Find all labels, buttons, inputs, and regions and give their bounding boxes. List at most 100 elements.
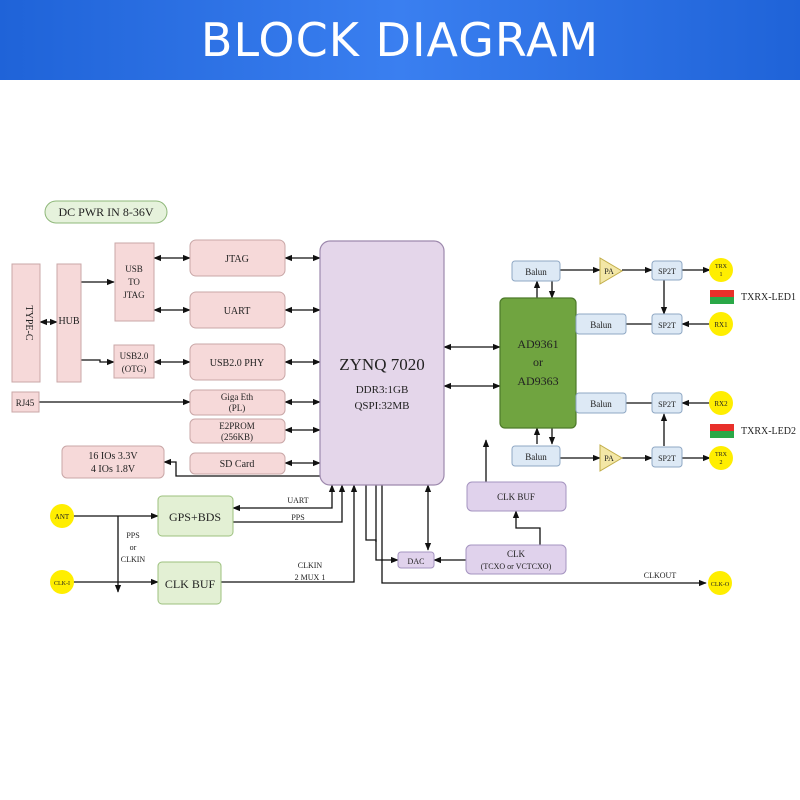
hub-label: HUB (58, 316, 79, 327)
rj45-label: RJ45 (16, 398, 35, 408)
sp2t-rx1 (651, 313, 683, 335)
trx1-line2: 1 (720, 272, 723, 278)
trx2-line2: 2 (720, 460, 723, 466)
giga-eth-line2: (PL) (229, 403, 246, 413)
clk-o-port (708, 571, 732, 595)
clkout-label: CLKOUT (644, 571, 677, 580)
zynq-title: ZYNQ 7020 (339, 355, 424, 374)
giga-eth-box (189, 389, 286, 416)
dac-box (397, 551, 435, 569)
header-banner: BLOCK DIAGRAM (0, 0, 800, 80)
type-c-connector (11, 263, 41, 383)
sp2t-trx2-label: SP2T (658, 454, 676, 463)
sd-card-label: SD Card (220, 459, 255, 470)
sp2t-rx2 (651, 392, 683, 414)
zynq-ddr: DDR3:1GB (356, 384, 409, 396)
usb-to-jtag-box (114, 242, 155, 322)
ad-chip-line1: AD9361 (517, 337, 558, 351)
page-title: BLOCK DIAGRAM (200, 13, 600, 67)
ad-chip-line2: or (533, 355, 543, 369)
clk-osc-line2: (TCXO or VCTCXO) (481, 562, 552, 571)
clkin-line2: 2 MUX 1 (295, 573, 326, 582)
gps-uart-label: UART (287, 496, 308, 505)
power-input-pill (44, 200, 168, 224)
balun-tx1 (511, 260, 561, 282)
zynq-soc (319, 240, 445, 486)
led2-red (710, 424, 734, 431)
sp2t-trx2 (651, 446, 683, 468)
led1-red (710, 290, 734, 297)
io-line2: 4 IOs 1.8V (91, 464, 136, 475)
trx2-line1: TRX (715, 452, 728, 458)
clk-osc-line1: CLK (507, 549, 526, 559)
trx1-line1: TRX (715, 264, 728, 270)
clk-buf-right-label: CLK BUF (497, 492, 535, 502)
usb-otg-line1: USB2.0 (120, 351, 149, 361)
balun-tx2-label: Balun (525, 452, 547, 462)
zynq-qspi: QSPI:32MB (354, 400, 409, 412)
type-c-label: TYPE-C (23, 306, 34, 341)
power-input-label: DC PWR IN 8-36V (59, 205, 154, 219)
clk-i-label: CLK-I (54, 581, 70, 587)
clk-buf-right-box (466, 481, 567, 512)
connectors (39, 254, 711, 593)
dac-label: DAC (408, 557, 425, 566)
usb-otg-line2: (OTG) (122, 364, 147, 374)
pa-tx1-label: PA (604, 267, 614, 276)
gps-bds-box (157, 495, 234, 537)
pa-tx1 (599, 257, 623, 285)
balun-rx1-label: Balun (590, 320, 612, 330)
usb-otg-box (113, 344, 155, 379)
balun-rx2-label: Balun (590, 399, 612, 409)
ad9361-transceiver (499, 297, 577, 429)
ant-label: ANT (55, 513, 70, 521)
sd-card-box (189, 452, 286, 475)
clkin-line1: CLKIN (298, 561, 323, 570)
led2-green (710, 431, 734, 438)
io-bank-box (61, 445, 165, 479)
clk-buf-left-label: CLK BUF (165, 577, 216, 591)
rx1-label: RX1 (714, 321, 728, 329)
sp2t-rx2-label: SP2T (658, 400, 676, 409)
usb-phy-box (189, 343, 286, 381)
io-line1: 16 IOs 3.3V (88, 451, 138, 462)
pa-tx2 (599, 444, 623, 472)
trx2-port (709, 446, 733, 470)
pps-clkin-line3: CLKIN (121, 555, 146, 564)
sp2t-trx1 (651, 260, 683, 281)
rx2-port (709, 391, 733, 415)
trx1-port (709, 258, 733, 282)
sp2t-rx1-label: SP2T (658, 321, 676, 330)
gps-bds-label: GPS+BDS (169, 510, 221, 524)
jtag-box (189, 239, 286, 277)
jtag-label: JTAG (225, 254, 249, 265)
uart-box (189, 291, 286, 329)
giga-eth-line1: Giga Eth (221, 392, 254, 402)
pps-clkin-line1: PPS (126, 531, 139, 540)
e2prom-line2: (256KB) (221, 432, 253, 442)
rx2-label: RX2 (714, 400, 728, 408)
sp2t-trx1-label: SP2T (658, 267, 676, 276)
balun-rx1 (575, 313, 627, 335)
clk-i-port (50, 570, 74, 594)
usb-phy-label: USB2.0 PHY (210, 358, 264, 369)
clk-buf-left-box (157, 561, 222, 605)
clk-oscillator-box (465, 544, 567, 575)
e2prom-line1: E2PROM (219, 421, 255, 431)
balun-tx2 (511, 445, 561, 467)
e2prom-box (189, 418, 286, 444)
txrx-led1-label: TXRX-LED1 (741, 292, 796, 303)
ant-port (50, 504, 74, 528)
usb-hub (56, 263, 82, 383)
txrx-led2-label: TXRX-LED2 (741, 426, 796, 437)
led1-green (710, 297, 734, 304)
gps-pps-label: PPS (291, 513, 304, 522)
balun-rx2 (575, 392, 627, 414)
rj45-port (11, 391, 40, 413)
usb-jtag-line2: TO (128, 277, 140, 287)
balun-tx1-label: Balun (525, 267, 547, 277)
usb-jtag-line3: JTAG (123, 290, 145, 300)
ad-chip-line3: AD9363 (517, 374, 558, 388)
pps-clkin-line2: or (130, 543, 137, 552)
